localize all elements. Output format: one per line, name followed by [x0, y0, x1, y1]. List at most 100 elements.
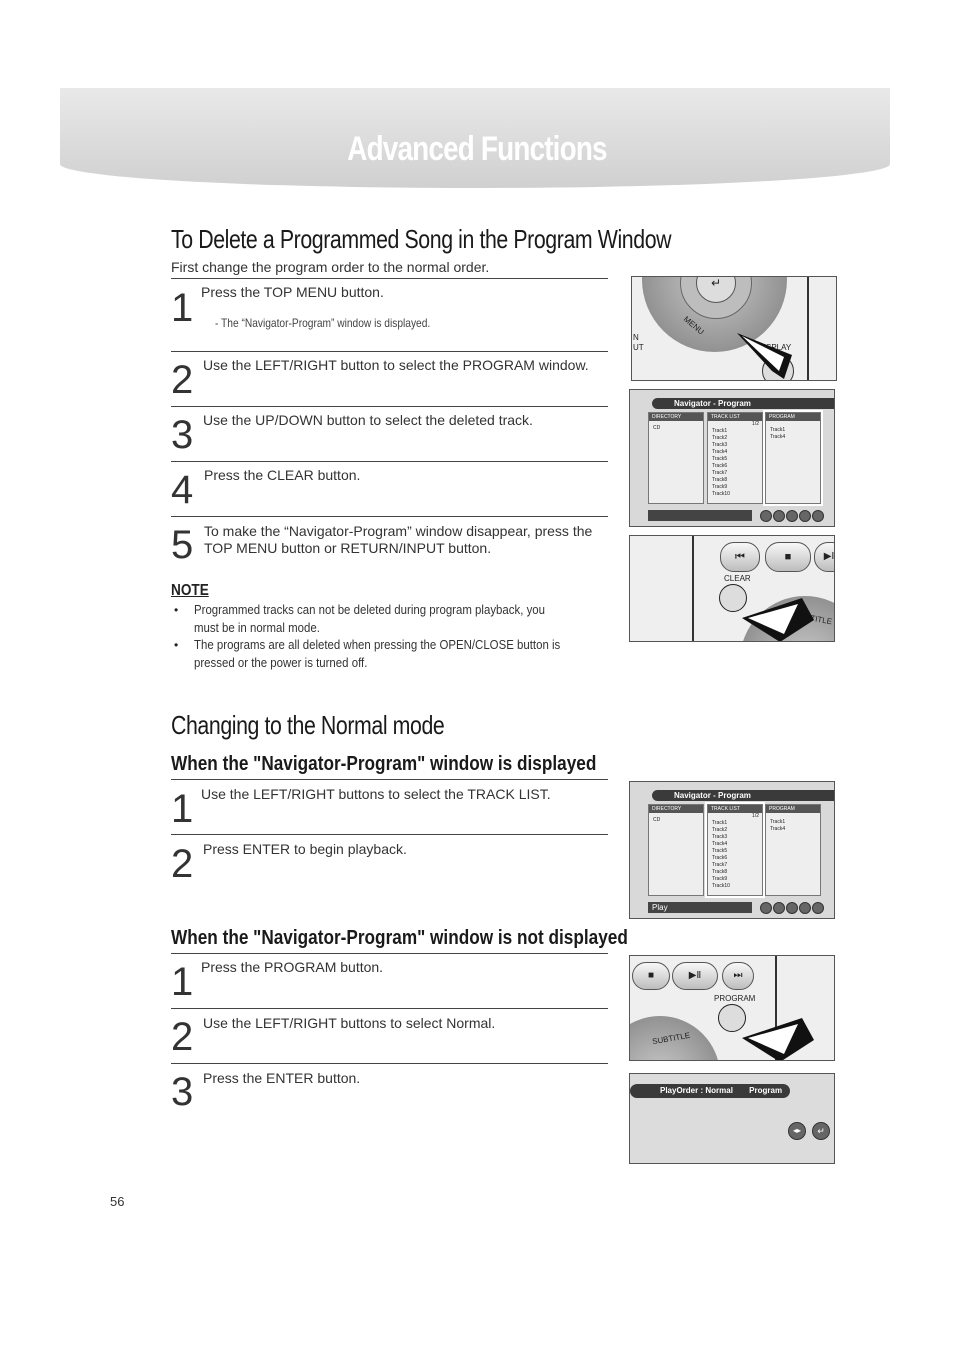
program-panel: PROGRAM Track1 Track4	[763, 410, 823, 506]
step-text: Use the LEFT/RIGHT button to select the …	[203, 357, 589, 373]
nav-button-icon	[773, 902, 785, 914]
step-text: Press ENTER to begin playback.	[203, 841, 407, 857]
program-button	[718, 1004, 746, 1032]
divider	[171, 1008, 608, 1009]
step-number: 5	[171, 523, 194, 567]
remote-edge	[807, 277, 809, 380]
remote-edge	[775, 956, 777, 1060]
playorder-bar: PlayOrder : Normal Program	[630, 1084, 790, 1098]
step-number: 2	[171, 842, 194, 886]
track-list-header: TRACK LIST	[708, 413, 762, 421]
directory-header: DIRECTORY	[649, 413, 703, 421]
divider	[171, 779, 608, 780]
program-track: Track1	[770, 427, 786, 433]
step-text: Press the ENTER button.	[203, 1070, 361, 1086]
step-number: 3	[171, 1070, 194, 1114]
program-track: Track1	[770, 819, 786, 825]
program-track: Track4	[770, 434, 786, 440]
nav-button-icon	[760, 902, 772, 914]
nav-button-icon	[786, 510, 798, 522]
track-item: Track8	[712, 869, 728, 875]
section-heading-delete: To Delete a Programmed Song in the Progr…	[171, 224, 672, 254]
bullet: •	[174, 603, 179, 617]
subsection-heading: When the "Navigator-Program" window is n…	[171, 927, 628, 949]
enter-icon: ↵	[812, 1122, 830, 1140]
nav-button-icon	[812, 902, 824, 914]
stop-icon: ■	[765, 542, 811, 572]
divider	[171, 351, 608, 352]
navigator-program-screen: Navigator - Program DIRECTORY CD TRACK L…	[629, 389, 835, 527]
step-number: 1	[171, 787, 194, 831]
ut-label: UT	[633, 343, 644, 352]
divider	[171, 406, 608, 407]
pointer-arrow-icon	[742, 598, 814, 641]
pointer-arrow-icon	[737, 333, 792, 379]
track-list-header: TRACK LIST	[708, 805, 762, 813]
remote-edge	[692, 536, 694, 641]
track-item: Track6	[712, 463, 728, 469]
section-heading-normal-mode: Changing to the Normal mode	[171, 710, 445, 740]
note-bullet-text: The programs are all deleted when pressi…	[194, 637, 561, 670]
status-bar: .	[648, 510, 752, 521]
track-item: Track9	[712, 876, 728, 882]
subsection-heading: When the "Navigator-Program" window is d…	[171, 753, 597, 775]
nav-button-icon	[799, 902, 811, 914]
stop-icon: ■	[632, 962, 670, 990]
track-item: Track9	[712, 484, 728, 490]
program-header: PROGRAM	[766, 805, 820, 813]
bullet: •	[174, 638, 179, 652]
step-text: Use the UP/DOWN button to select the del…	[203, 412, 533, 428]
divider	[171, 834, 608, 835]
nav-button-icon	[786, 902, 798, 914]
divider	[171, 953, 608, 954]
track-item: Track2	[712, 827, 728, 833]
track-item: Track2	[712, 435, 728, 441]
step-number: 4	[171, 468, 194, 512]
step-text: To make the “Navigator-Program” window d…	[204, 523, 593, 556]
track-item: Track4	[712, 449, 728, 455]
track-item: Track3	[712, 442, 728, 448]
track-list-panel: TRACK LIST 1/2 Track1 Track2 Track3 Trac…	[705, 802, 765, 898]
step-number: 1	[171, 960, 194, 1004]
track-item: Track8	[712, 477, 728, 483]
track-item: Track10	[712, 883, 730, 889]
header-banner	[60, 88, 890, 188]
clear-button	[719, 584, 747, 612]
track-item: Track1	[712, 428, 728, 434]
step-text: Use the LEFT/RIGHT buttons to select Nor…	[203, 1015, 496, 1031]
step-subtext: - The “Navigator-Program” window is disp…	[215, 316, 431, 330]
step-text: Press the PROGRAM button.	[201, 959, 384, 975]
track-item: Track3	[712, 834, 728, 840]
skip-back-icon: ⏮	[720, 542, 760, 572]
page-number: 56	[110, 1194, 125, 1209]
display-label: DISPLAY	[758, 343, 792, 352]
page-indicator: 1/2	[752, 813, 759, 819]
cd-item: CD	[653, 817, 661, 823]
step-text: Press the CLEAR button.	[204, 467, 361, 483]
directory-panel: DIRECTORY CD	[648, 804, 704, 896]
remote-clear-illustration: ⏮ ■ ▶Ⅱ CLEAR SUBTITLE	[629, 535, 835, 642]
track-item: Track1	[712, 820, 728, 826]
track-item: Track5	[712, 456, 728, 462]
playorder-screen: PlayOrder : Normal Program ◂▸ ↵	[629, 1073, 835, 1164]
nav-button-icon	[760, 510, 772, 522]
directory-header: DIRECTORY	[649, 805, 703, 813]
step-number: 1	[171, 286, 194, 330]
track-item: Track6	[712, 855, 728, 861]
playorder-label: PlayOrder : Normal	[660, 1086, 733, 1095]
remote-top-menu-illustration: ↵ MENU N UT DISPLAY	[631, 276, 837, 381]
cd-item: CD	[653, 425, 661, 431]
track-item: Track5	[712, 848, 728, 854]
remote-program-illustration: ■ ▶Ⅱ ⏭ PROGRAM SUBTITLE	[629, 955, 835, 1061]
navigator-title: Navigator - Program	[652, 398, 834, 409]
program-header: PROGRAM	[766, 413, 820, 421]
track-item: Track10	[712, 491, 730, 497]
divider	[171, 461, 608, 462]
status-bar: Play	[648, 902, 752, 913]
nav-button-icon	[773, 510, 785, 522]
step-number: 3	[171, 413, 194, 457]
track-item: Track7	[712, 862, 728, 868]
navigator-title: Navigator - Program	[652, 790, 834, 801]
navigator-program-screen-play: Navigator - Program DIRECTORY CD TRACK L…	[629, 781, 835, 919]
nav-button-icon	[799, 510, 811, 522]
